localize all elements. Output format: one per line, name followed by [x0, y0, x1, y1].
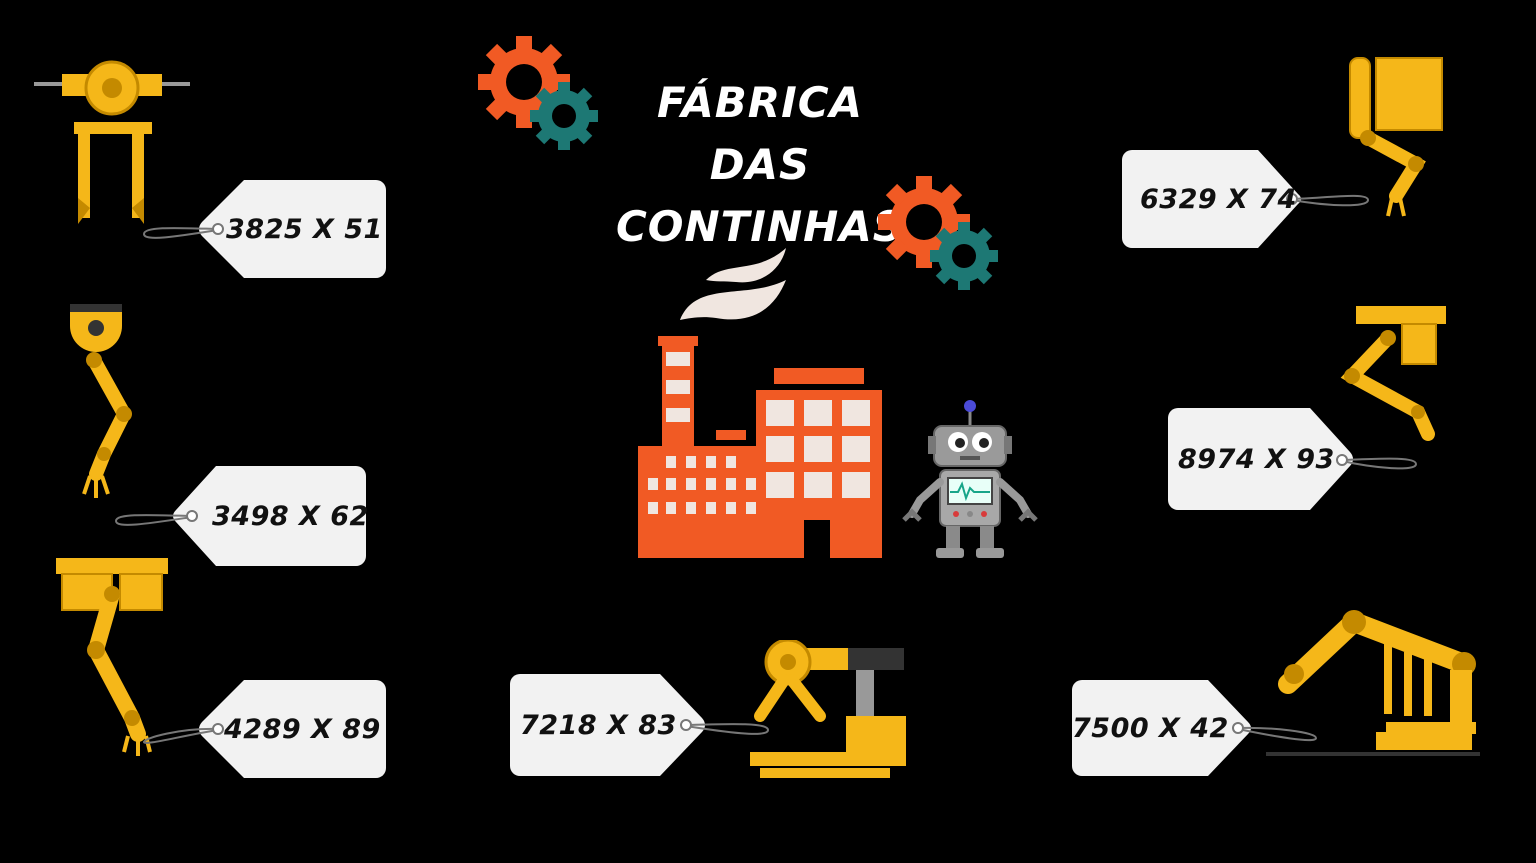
robot-arm-icon-7 — [1340, 306, 1446, 441]
robot-arm-icon-4 — [750, 640, 906, 778]
multiplication-tag-6: 6329 X 74 — [1122, 148, 1372, 250]
multiplication-tag-1: 3825 X 51 — [140, 178, 386, 280]
tag-label: 3825 X 51 — [226, 213, 383, 245]
multiplication-tag-4: 7218 X 83 — [510, 672, 774, 778]
tag-label: 4289 X 89 — [224, 713, 381, 745]
gears-icon-2 — [878, 176, 998, 290]
robot-arm-icon-2 — [70, 304, 132, 498]
title-line-2: CONTINHAS — [615, 202, 904, 251]
multiplication-tag-2: 3498 X 62 — [112, 464, 369, 568]
robot-arm-icon-5 — [1266, 610, 1480, 756]
tag-label: 7218 X 83 — [520, 709, 677, 741]
robot-arm-icon-6 — [1349, 57, 1443, 217]
robot-claw-icon-1 — [34, 60, 190, 224]
multiplication-tag-7: 8974 X 93 — [1168, 406, 1420, 512]
tag-label: 6329 X 74 — [1140, 183, 1297, 215]
robot-arm-icon-3 — [56, 558, 168, 756]
tag-label: 8974 X 93 — [1178, 443, 1335, 475]
robot-icon — [902, 400, 1038, 558]
multiplication-tag-5: 7500 X 42 — [1072, 678, 1322, 778]
tag-label: 3498 X 62 — [212, 500, 369, 532]
factory-icon — [638, 248, 882, 558]
tag-label: 7500 X 42 — [1072, 712, 1229, 744]
title-line-1: FÁBRICA DAS — [656, 78, 864, 189]
page-title: FÁBRICA DAS CONTINHAS — [600, 72, 920, 258]
gears-icon — [478, 36, 598, 150]
multiplication-tag-3: 4289 X 89 — [140, 678, 386, 780]
